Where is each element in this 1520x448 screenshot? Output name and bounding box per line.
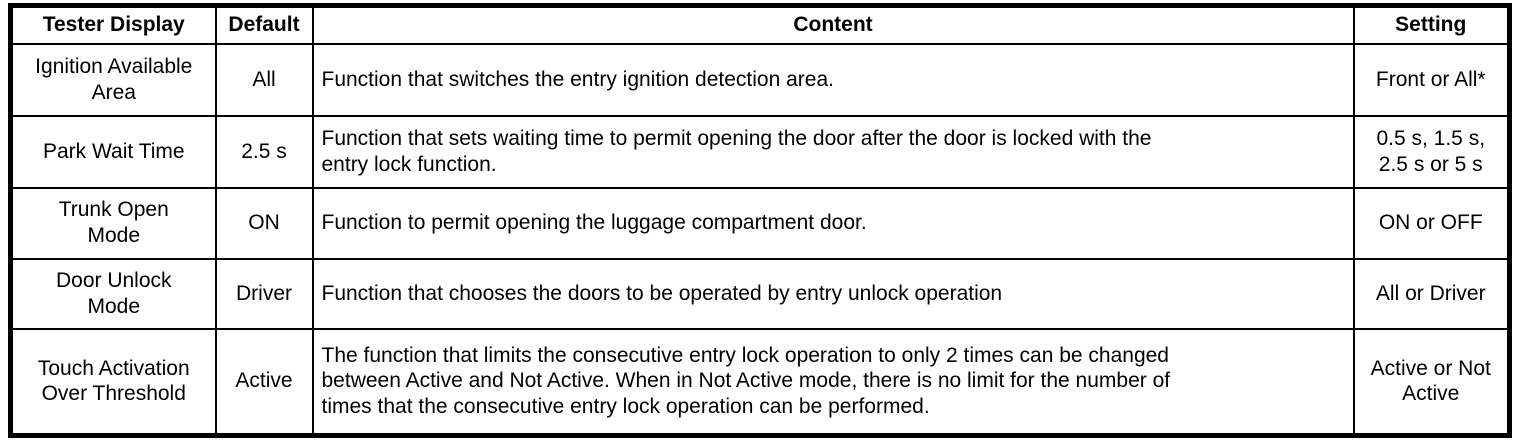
cell-content: Function that switches the entry ignitio… xyxy=(311,42,1355,117)
table-row-ignition-available-area: Ignition Available Area All Function tha… xyxy=(9,42,1511,117)
cell-default: All xyxy=(214,42,314,117)
cell-default: ON xyxy=(214,186,314,260)
cell-setting: Active or Not Active xyxy=(1352,327,1511,437)
cell-default: Driver xyxy=(214,257,314,330)
cell-default: 2.5 s xyxy=(214,114,314,189)
entry-settings-table: Tester Display Default Content Setting I… xyxy=(8,3,1512,438)
cell-content: Function that sets waiting time to permi… xyxy=(311,114,1355,189)
table-row-park-wait-time: Park Wait Time 2.5 s Function that sets … xyxy=(9,114,1511,189)
cell-tester-display: Touch Activation Over Threshold xyxy=(9,327,217,437)
cell-tester-display: Park Wait Time xyxy=(9,114,217,189)
column-header-tester-display: Tester Display xyxy=(9,4,217,45)
cell-setting: 0.5 s, 1.5 s, 2.5 s or 5 s xyxy=(1352,114,1511,189)
cell-content: Function that chooses the doors to be op… xyxy=(311,257,1355,330)
table-row-trunk-open-mode: Trunk Open Mode ON Function to permit op… xyxy=(9,186,1511,260)
cell-setting: Front or All* xyxy=(1352,42,1511,117)
table-row-door-unlock-mode: Door Unlock Mode Driver Function that ch… xyxy=(9,257,1511,330)
table-row-touch-activation-over-threshold: Touch Activation Over Threshold Active T… xyxy=(9,327,1511,437)
cell-tester-display: Trunk Open Mode xyxy=(9,186,217,260)
cell-tester-display: Door Unlock Mode xyxy=(9,257,217,330)
cell-default: Active xyxy=(214,327,314,437)
cell-content: The function that limits the consecutive… xyxy=(311,327,1355,437)
cell-setting: All or Driver xyxy=(1352,257,1511,330)
table-header-row: Tester Display Default Content Setting xyxy=(9,4,1511,45)
cell-setting: ON or OFF xyxy=(1352,186,1511,260)
cell-content: Function to permit opening the luggage c… xyxy=(311,186,1355,260)
column-header-default: Default xyxy=(214,4,314,45)
cell-tester-display: Ignition Available Area xyxy=(9,42,217,117)
column-header-content: Content xyxy=(311,4,1355,45)
column-header-setting: Setting xyxy=(1352,4,1511,45)
